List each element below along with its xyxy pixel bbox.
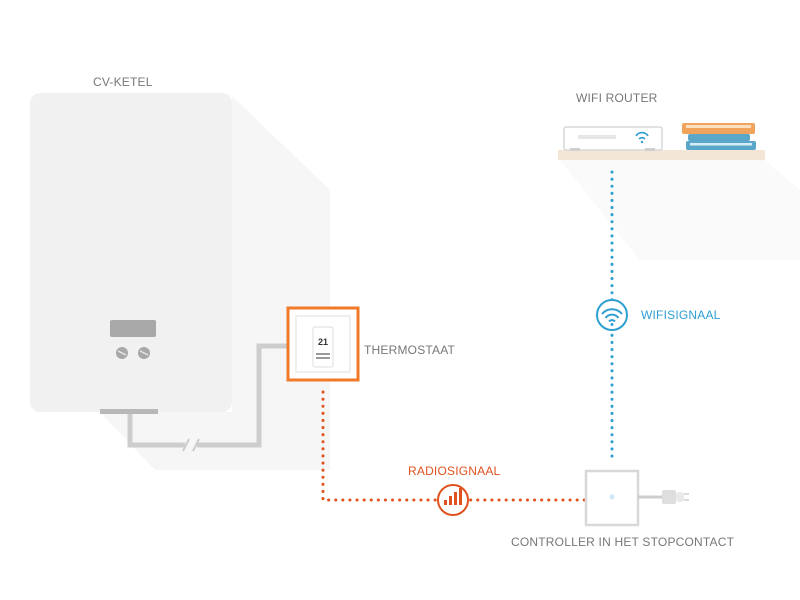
radio-signal-path [321, 390, 588, 502]
boiler-shadow [100, 96, 330, 470]
thermostat-screen [312, 326, 334, 368]
router-slot [578, 135, 616, 139]
book [686, 125, 751, 128]
wifi-router [563, 126, 663, 151]
router-foot [645, 148, 655, 151]
boiler-bottom-plate [100, 409, 158, 414]
boiler-knob-left [116, 347, 128, 359]
radio-signal-icon [437, 484, 469, 516]
wifi-icon [596, 299, 628, 331]
plug-icon [662, 490, 689, 504]
shelf-board [558, 150, 765, 160]
wire-break-mark [182, 438, 190, 452]
controller [584, 469, 689, 527]
thermostat-label: THERMOSTAAT [364, 343, 456, 357]
router-label: WIFI ROUTER [576, 91, 658, 105]
router-wifi-icon [635, 131, 649, 144]
thermostat: 21 [286, 306, 360, 382]
radio-signal-label: RADIOSIGNAAL [408, 464, 501, 478]
shelf [558, 123, 765, 160]
book [682, 123, 755, 134]
router-foot [570, 148, 580, 151]
boiler-knob-right [138, 347, 150, 359]
boiler [30, 93, 232, 414]
boiler-label: CV-KETEL [93, 75, 153, 89]
book [688, 134, 750, 141]
boiler-body [30, 93, 232, 412]
wire-break-mark [192, 438, 200, 452]
wifi-signal-label: WIFISIGNAAL [641, 308, 721, 322]
boiler-display [110, 320, 156, 337]
thermostat-readout: 21 [318, 337, 328, 347]
controller-body [584, 469, 640, 527]
books [682, 123, 756, 150]
boiler-thermostat-wire [127, 343, 288, 452]
controller-led [609, 494, 615, 500]
book [690, 143, 752, 146]
controller-label: CONTROLLER IN HET STOPCONTACT [511, 535, 735, 549]
shelf-shadow [560, 160, 800, 260]
